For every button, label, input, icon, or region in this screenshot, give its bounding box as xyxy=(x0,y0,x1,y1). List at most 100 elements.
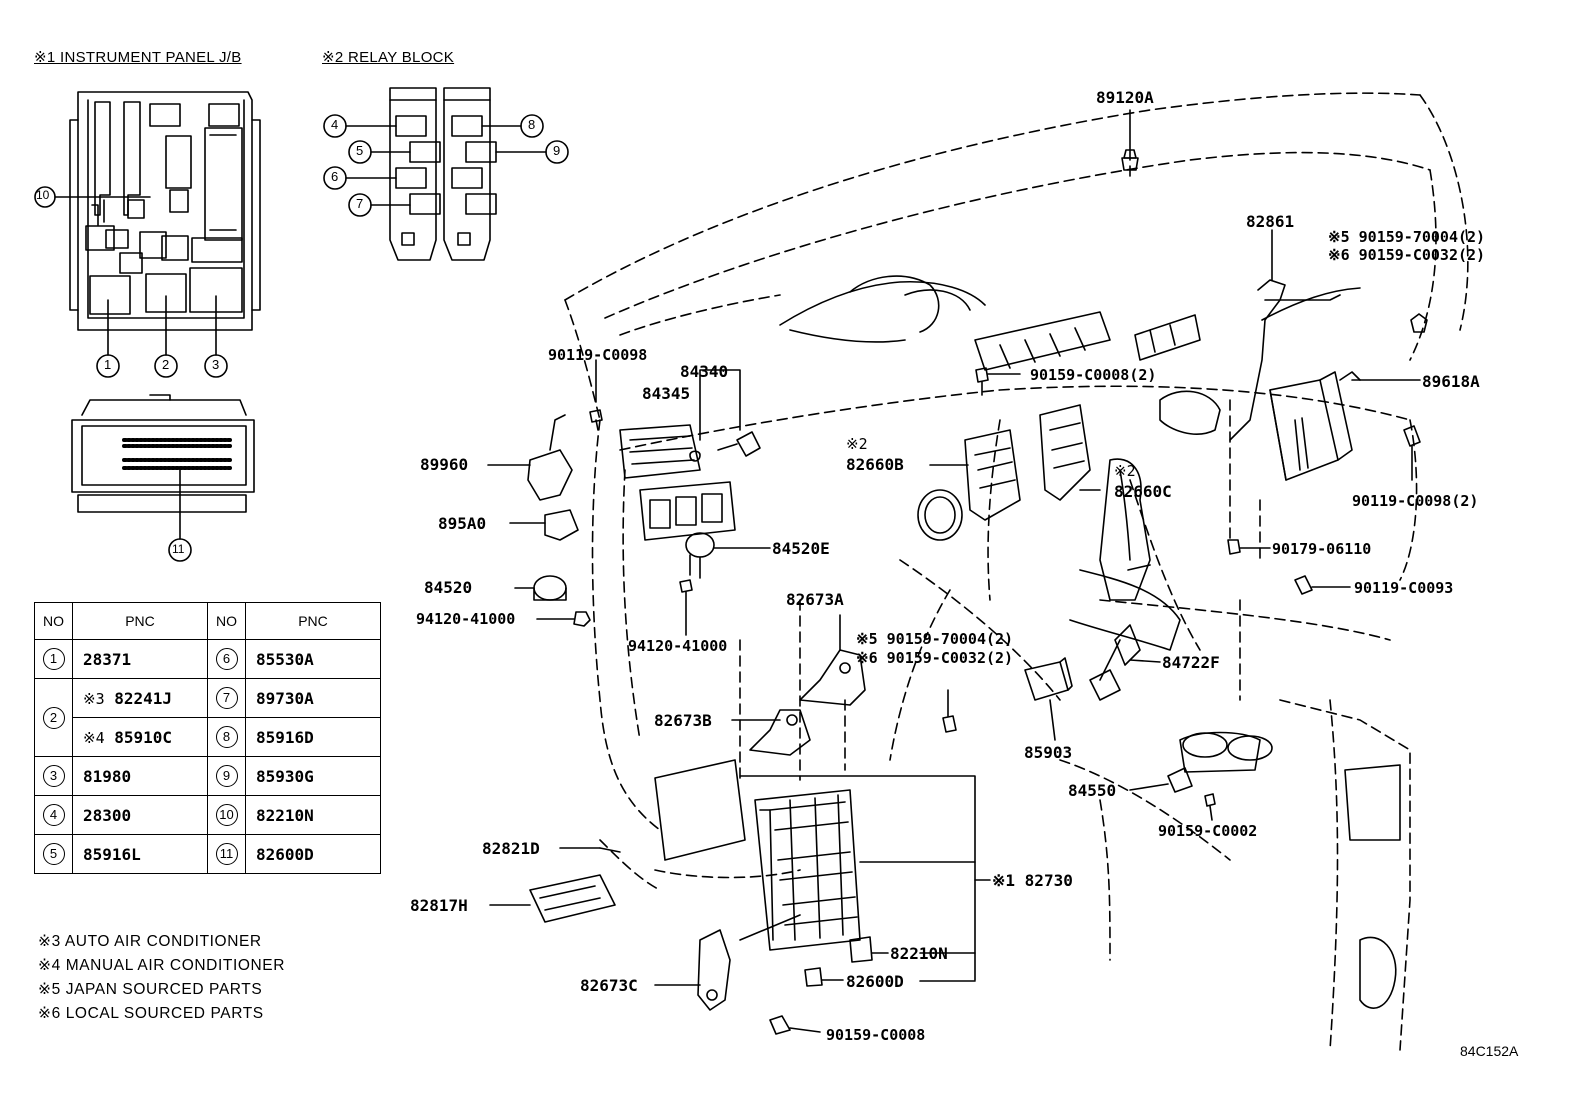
jb-callout-11: 11 xyxy=(172,542,185,556)
part-895A0-drawing xyxy=(509,509,579,541)
pnc-value: 85530A xyxy=(245,639,381,679)
label-82673A: 82673A xyxy=(786,590,844,609)
relay-callout-6: 6 xyxy=(331,169,339,184)
label-84520E: 84520E xyxy=(772,539,830,558)
label-82673C: 82673C xyxy=(580,976,638,995)
part-82660B-drawing xyxy=(929,429,1021,521)
footnote-3: ※3 AUTO AIR CONDITIONER xyxy=(38,933,262,950)
jb-module-drawing xyxy=(71,394,255,562)
instrument-panel-jb-drawing xyxy=(34,91,261,378)
part-84550-drawing xyxy=(1129,767,1193,793)
table-row: 4 28300 10 82210N xyxy=(34,795,381,835)
relay-callout-8: 8 xyxy=(528,117,536,132)
label-82730: ※1 82730 xyxy=(992,871,1073,890)
pnc-prefix: ※3 xyxy=(83,689,105,708)
pnc-value: 85930G xyxy=(245,756,381,796)
label-84722F: 84722F xyxy=(1162,653,1220,672)
part-84340-switch-drawing xyxy=(689,369,761,462)
part-82673C-drawing xyxy=(654,914,801,1011)
part-84722F-harness-drawing xyxy=(1089,624,1161,701)
table-header-no: NO xyxy=(207,602,246,640)
jb-callout-10: 10 xyxy=(36,188,50,202)
part-82861-bracket-drawing xyxy=(1229,229,1361,441)
part-82600D-drawing xyxy=(804,967,844,987)
row-number: 5 xyxy=(42,843,65,865)
part-84520E-drawing xyxy=(685,532,771,579)
part-82730-jb-drawing xyxy=(739,775,991,982)
relay-callout-4: 4 xyxy=(331,117,339,132)
part-82673B-drawing xyxy=(731,709,811,756)
table-row: 5 85916L 11 82600D xyxy=(34,834,381,874)
label-90119-C0093: 90119-C0093 xyxy=(1354,579,1454,597)
label-90119-C0098: 90119-C0098 xyxy=(548,346,648,364)
part-89960-drawing xyxy=(487,414,573,501)
label-82660C-note: ※2 xyxy=(1114,462,1136,480)
label-84345: 84345 xyxy=(642,384,691,403)
label-82660B-note: ※2 xyxy=(846,435,868,453)
row-number: 6 xyxy=(215,648,238,670)
table-header-no: NO xyxy=(34,602,73,640)
table-row: 2 ※3 82241J 7 89730A xyxy=(34,678,381,757)
footnote-6: ※6 LOCAL SOURCED PARTS xyxy=(38,1005,264,1022)
part-89120A-drawing xyxy=(1121,109,1139,171)
label-895A0: 895A0 xyxy=(438,514,487,533)
table-row: 3 81980 9 85930G xyxy=(34,756,381,796)
table-row: 1 28371 6 85530A xyxy=(34,639,381,679)
nut-drawings xyxy=(536,579,693,636)
row-number: 9 xyxy=(215,765,238,787)
part-89618A-ecu-drawing xyxy=(1269,371,1421,481)
dashboard-outline xyxy=(564,92,1469,1051)
instrument-panel-jb-heading: ※1 INSTRUMENT PANEL J/B xyxy=(34,49,242,66)
part-90119-C0093-drawing xyxy=(1127,564,1151,571)
part-82210N-drawing xyxy=(849,936,889,963)
pnc-value: 85910C xyxy=(114,727,173,747)
part-85903-drawing xyxy=(1024,657,1073,741)
pnc-value: 28371 xyxy=(72,639,208,679)
table-header-pnc: PNC xyxy=(245,602,381,640)
table-row: ※4 85910C 8 85916D xyxy=(35,717,381,757)
row-number: 1 xyxy=(42,648,65,670)
relay-callout-5: 5 xyxy=(356,143,364,158)
table-header-row: NO PNC NO PNC xyxy=(34,602,381,640)
pnc-value: 85916D xyxy=(245,717,381,757)
part-84520-drawing xyxy=(514,575,567,601)
pnc-value: 85916L xyxy=(72,834,208,874)
table-header-pnc: PNC xyxy=(72,602,208,640)
label-82660B: 82660B xyxy=(846,455,904,474)
label-90159-C0002: 90159-C0002 xyxy=(1158,822,1258,840)
label-82660C: 82660C xyxy=(1114,482,1172,501)
figure-code: 84C152A xyxy=(1460,1043,1519,1059)
label-89120A: 89120A xyxy=(1096,88,1154,107)
label-84340: 84340 xyxy=(680,362,729,381)
label-82673B: 82673B xyxy=(654,711,712,730)
label-90179-06110: 90179-06110 xyxy=(1272,540,1372,558)
pnc-value: 82210N xyxy=(245,795,381,835)
label-82861: 82861 xyxy=(1246,212,1295,231)
label-89960: 89960 xyxy=(420,455,469,474)
pnc-table: NO PNC NO PNC 1 28371 6 85530A 2 ※3 8224… xyxy=(34,602,381,874)
bolt-drawings xyxy=(589,313,1428,1035)
dashboard-detail xyxy=(619,275,1401,1009)
label-90159-C0008-2: 90159-C0008(2) xyxy=(1030,366,1157,384)
label-94120-41000-left: 94120-41000 xyxy=(416,610,516,628)
label-82600D: 82600D xyxy=(846,972,904,991)
pnc-value: 82600D xyxy=(245,834,381,874)
jb-callout-2: 2 xyxy=(162,357,170,372)
label-90159-C0032-center: ※6 90159-C0032(2) xyxy=(856,649,1014,667)
jb-callout-1: 1 xyxy=(104,357,112,372)
label-85903: 85903 xyxy=(1024,743,1073,762)
label-94120-41000-center: 94120-41000 xyxy=(628,637,728,655)
label-90159-70004-right: ※5 90159-70004(2) xyxy=(1328,228,1486,246)
pnc-value: 89730A xyxy=(245,678,381,718)
label-82817H: 82817H xyxy=(410,896,468,915)
footnote-5: ※5 JAPAN SOURCED PARTS xyxy=(38,981,263,998)
label-84520: 84520 xyxy=(424,578,473,597)
label-84550: 84550 xyxy=(1068,781,1117,800)
label-89618A: 89618A xyxy=(1422,372,1480,391)
part-82660C-drawing xyxy=(1039,404,1101,501)
row-number: 2 xyxy=(42,706,65,729)
relay-block-heading: ※2 RELAY BLOCK xyxy=(322,49,455,66)
label-82210N: 82210N xyxy=(890,944,948,963)
row-number: 3 xyxy=(42,765,65,787)
